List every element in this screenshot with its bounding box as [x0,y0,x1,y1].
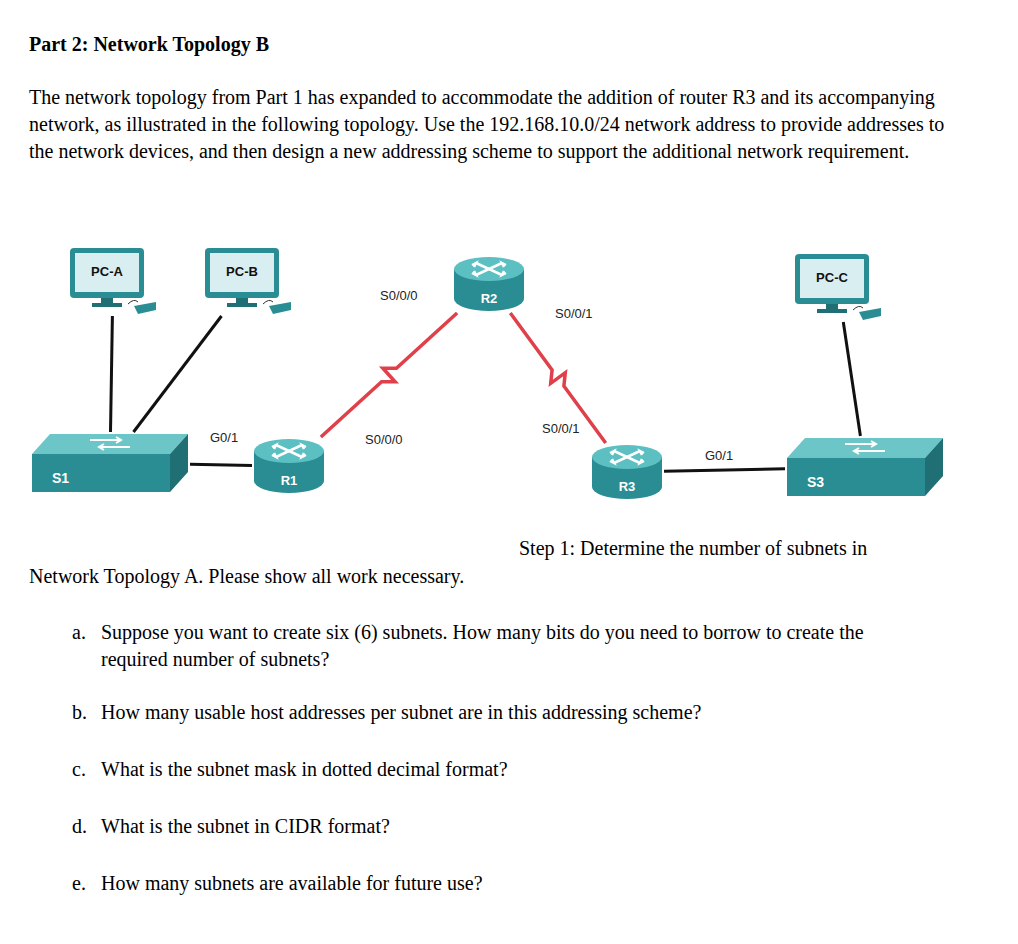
ethernet-link [134,316,222,432]
serial-link [510,313,605,443]
device-label: R3 [590,479,664,495]
pc-icon: PC-A [68,246,158,316]
interface-label: S0/0/0 [378,288,420,303]
list-marker: d. [72,813,87,840]
question-text: What is the subnet mask in dotted decima… [101,756,931,783]
device-label: S3 [807,474,824,490]
pc-icon: PC-C [793,252,883,322]
device-label: R2 [452,291,526,307]
router-icon: R2 [452,255,526,313]
router-icon: R3 [590,443,664,501]
switch-icon: S3 [785,436,945,498]
interface-label: G0/1 [703,448,735,463]
question-text: What is the subnet in CIDR format? [101,813,931,840]
interface-label: S0/0/0 [363,432,405,447]
device-label: PC-B [210,264,274,280]
ethernet-link [664,469,785,472]
interface-label: S0/0/1 [540,421,582,436]
switch-icon: S1 [30,432,190,494]
pc-icon: PC-B [203,246,293,316]
interface-label: G0/1 [208,430,240,445]
serial-link [321,313,457,437]
ethernet-link [111,316,113,432]
pc-icon-graphic [203,246,293,316]
paragraph: The network topology from Part 1 has exp… [29,84,954,165]
list-marker: e. [72,870,86,897]
question-text: How many subnets are available for futur… [101,870,931,897]
ethernet-link [190,464,252,465]
question-text: Suppose you want to create six (6) subne… [101,619,931,673]
interface-label: S0/0/1 [553,306,595,321]
list-marker: c. [72,756,86,783]
question-text: How many usable host addresses per subne… [101,699,931,726]
device-label: R1 [252,473,326,489]
heading: Part 2: Network Topology B [29,31,269,58]
list-marker: b. [72,699,87,726]
device-label: PC-A [75,264,139,280]
step-text: Step 1: Determine the number of subnets … [29,534,929,590]
ethernet-link [843,322,860,436]
router-icon: R1 [252,437,326,495]
device-label: PC-C [800,270,864,286]
list-marker: a. [72,619,86,646]
pc-icon-graphic [68,246,158,316]
device-label: S1 [52,470,69,486]
pc-icon-graphic [793,252,883,322]
